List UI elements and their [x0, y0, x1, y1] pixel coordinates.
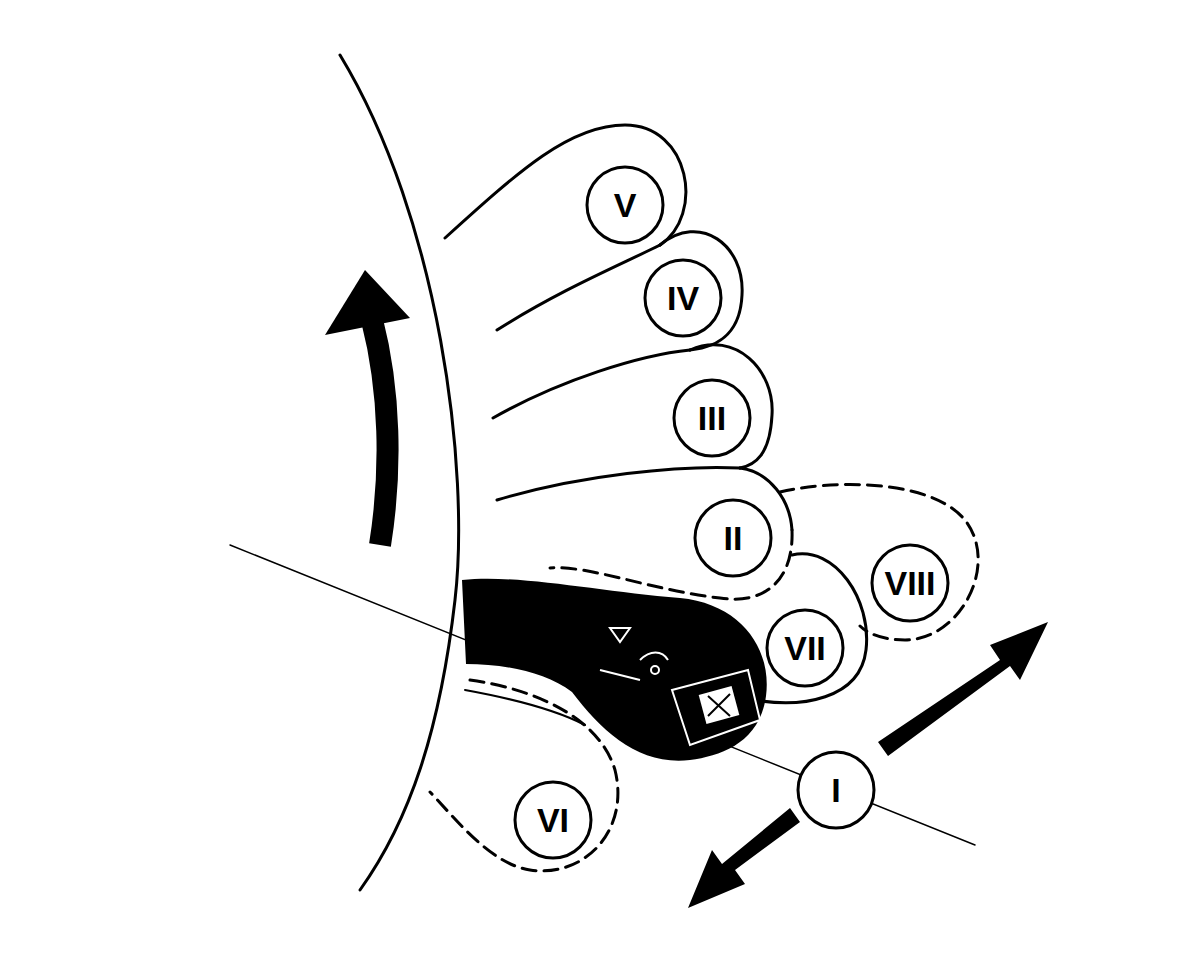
- callout-number: VI: [537, 803, 569, 837]
- callout-circle: III: [672, 378, 752, 458]
- callout-number: V: [614, 188, 637, 222]
- callout-number: III: [698, 401, 726, 435]
- position-lobe: [497, 245, 660, 330]
- position-lobe: [465, 690, 585, 725]
- axis-line: [230, 545, 975, 845]
- stalk-symbols: [600, 628, 668, 680]
- callout-number: IV: [667, 281, 699, 315]
- callout-circle: IV: [643, 258, 723, 338]
- callout-number: I: [831, 773, 840, 807]
- callout-circle: V: [585, 165, 665, 245]
- push-pull-arrow: [688, 622, 1048, 908]
- callout-circle: II: [693, 498, 773, 578]
- position-lobe: [497, 467, 740, 500]
- steering-column-outline: [340, 55, 459, 890]
- callout-circle: I: [796, 750, 876, 830]
- position-lobe: [445, 125, 686, 245]
- callout-number: VIII: [884, 566, 935, 600]
- callout-circle: VII: [765, 608, 845, 688]
- callout-circle: VIII: [870, 543, 950, 623]
- rotation-arrow: [325, 270, 410, 545]
- position-lobe: [493, 350, 690, 418]
- position-lobe: [755, 554, 867, 703]
- callout-circle: VI: [513, 780, 593, 860]
- callout-number: II: [724, 521, 743, 555]
- stalk-end-cap: [672, 670, 760, 745]
- wiper-stalk: [462, 579, 767, 761]
- callout-number: VII: [784, 631, 826, 665]
